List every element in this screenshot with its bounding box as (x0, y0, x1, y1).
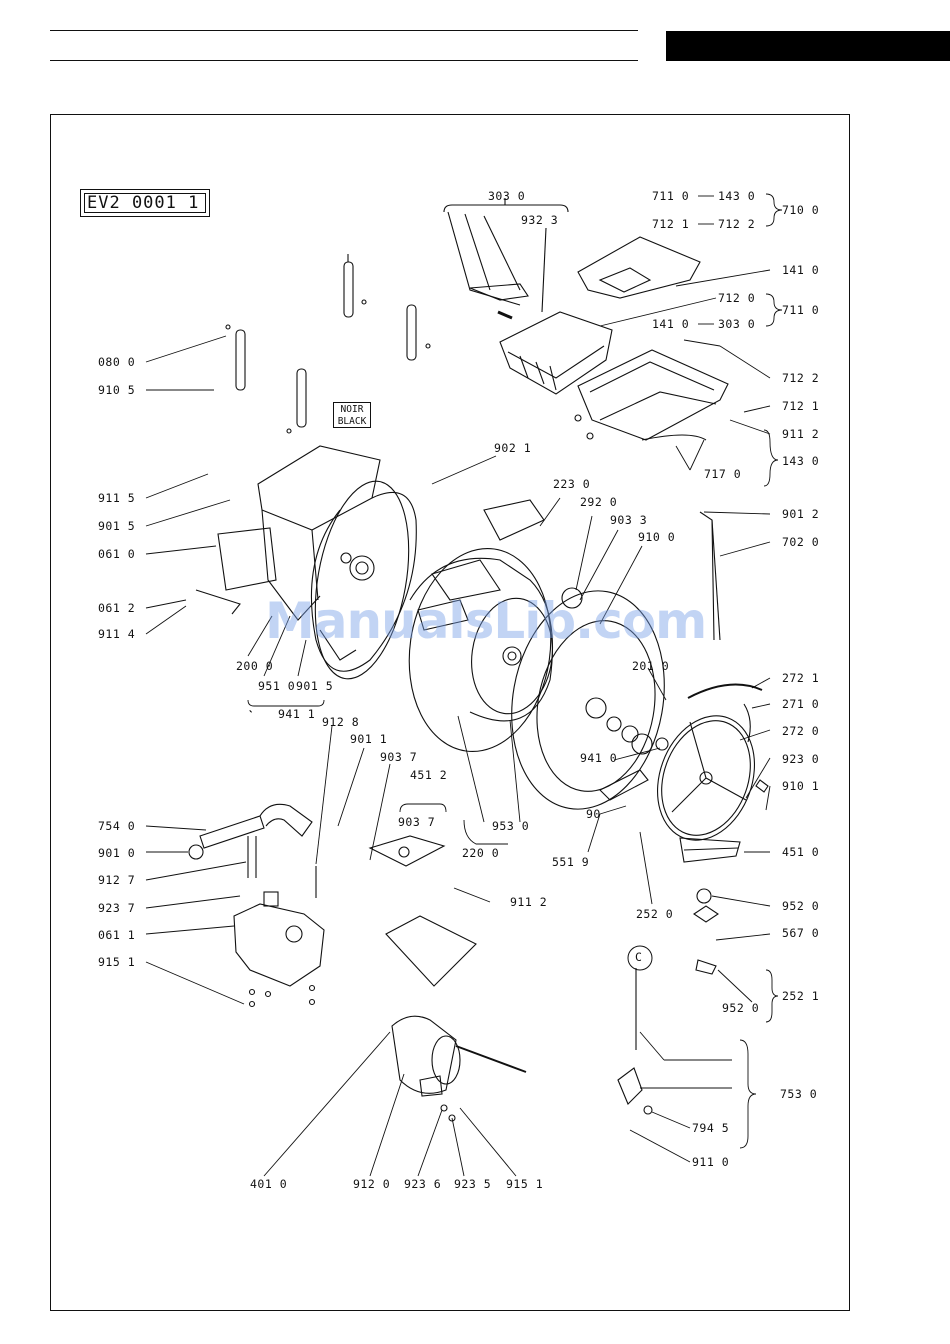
part-label: 915 1 (506, 1177, 544, 1191)
diagram-code-box: EV2 0001 1 (80, 189, 210, 217)
part-label: 923 6 (404, 1177, 442, 1191)
callout-c: C (635, 950, 643, 964)
part-label: 951 0 (258, 679, 296, 693)
part-label: 923 0 (782, 752, 820, 766)
part-label: 911 4 (98, 627, 136, 641)
part-label: 901 0 (98, 846, 136, 860)
diagram-frame (50, 114, 850, 1311)
header-black-bar (666, 31, 950, 61)
part-label: 061 2 (98, 601, 136, 615)
noir-text: NOIR (340, 404, 364, 415)
part-label: 567 0 (782, 926, 820, 940)
part-label: 910 0 (638, 530, 676, 544)
part-label: 223 0 (553, 477, 591, 491)
part-label: 932 3 (521, 213, 559, 227)
part-label: 201 0 (632, 659, 670, 673)
part-label: 292 0 (580, 495, 618, 509)
part-label: 143 0 (782, 454, 820, 468)
diagram-code: EV2 0001 1 (87, 193, 200, 213)
part-label: 271 0 (782, 697, 820, 711)
part-label: 910 5 (98, 383, 136, 397)
part-label: 923 5 (454, 1177, 492, 1191)
part-label: 911 5 (98, 491, 136, 505)
part-label: 200 0 (236, 659, 274, 673)
drain-hose-and-pump-base (188, 803, 477, 1008)
part-label: 272 0 (782, 724, 820, 738)
part-label: 303 0 (488, 189, 526, 203)
part-label: 902 1 (494, 441, 532, 455)
part-label: 551 9 (552, 855, 590, 869)
part-label: 953 0 (492, 819, 530, 833)
part-label: 794 5 (692, 1121, 730, 1135)
header-rule-bottom (50, 60, 638, 61)
part-label: 451 0 (782, 845, 820, 859)
part-label: 903 7 (380, 750, 418, 764)
part-label: 141 0 (652, 317, 690, 331)
part-label: 941 1 (278, 707, 316, 721)
drain-pump (617, 888, 719, 1115)
leader-lines (145, 193, 783, 1177)
dispenser-drawer-parts (443, 198, 729, 441)
tub-rear-half (195, 445, 417, 680)
part-label: 941 0 (580, 751, 618, 765)
part-label: 252 0 (636, 907, 674, 921)
part-label: 912 7 (98, 873, 136, 887)
motor (391, 1015, 527, 1122)
part-label: 061 1 (98, 928, 136, 942)
part-label: 143 0 (718, 189, 756, 203)
part-label: 712 0 (718, 291, 756, 305)
drum (408, 499, 554, 753)
part-label: 711 0 (782, 303, 820, 317)
part-label: 141 0 (782, 263, 820, 277)
part-label: 903 3 (610, 513, 648, 527)
part-label: 401 0 (250, 1177, 288, 1191)
part-label: 712 2 (782, 371, 820, 385)
part-label: 220 0 (462, 846, 500, 860)
part-label: 252 1 (782, 989, 820, 1003)
part-label: 754 0 (98, 819, 136, 833)
part-label: 272 1 (782, 671, 820, 685)
part-label: 901 1 (350, 732, 388, 746)
part-label: 912 0 (353, 1177, 391, 1191)
part-label: 952 0 (722, 1001, 760, 1015)
part-label: 712 2 (718, 217, 756, 231)
black-text: BLACK (337, 416, 367, 427)
part-label: 910 1 (782, 779, 820, 793)
part-label: 303 0 (718, 317, 756, 331)
part-label: 952 0 (782, 899, 820, 913)
watermark: ManualsLib.com (265, 592, 707, 650)
part-label: 901 2 (782, 507, 820, 521)
part-label: 712 1 (652, 217, 690, 231)
pulley-and-belt (656, 683, 763, 841)
part-label: 903 7 (398, 815, 436, 829)
part-label: 901 5 (296, 679, 334, 693)
part-label: 717 0 (704, 467, 742, 481)
part-label: 080 0 (98, 355, 136, 369)
part-label: 912 8 (322, 715, 360, 729)
part-label: 911 2 (510, 895, 548, 909)
part-label: 710 0 (782, 203, 820, 217)
part-label: 923 7 (98, 901, 136, 915)
header-rule-top (50, 30, 638, 31)
part-label: 901 5 (98, 519, 136, 533)
part-label: 911 0 (692, 1155, 730, 1169)
part-label: 451 2 (410, 768, 448, 782)
part-label: 702 0 (782, 535, 820, 549)
part-label: 915 1 (98, 955, 136, 969)
tub-front-half (511, 587, 669, 810)
part-label: 753 0 (780, 1087, 818, 1101)
part-label: 712 1 (782, 399, 820, 413)
part-label: 911 2 (782, 427, 820, 441)
part-label: 061 0 (98, 547, 136, 561)
part-label: 90 (586, 807, 601, 821)
part-label: 711 0 (652, 189, 690, 203)
shock-absorbers (225, 254, 431, 434)
heater-and-hose (679, 511, 769, 863)
